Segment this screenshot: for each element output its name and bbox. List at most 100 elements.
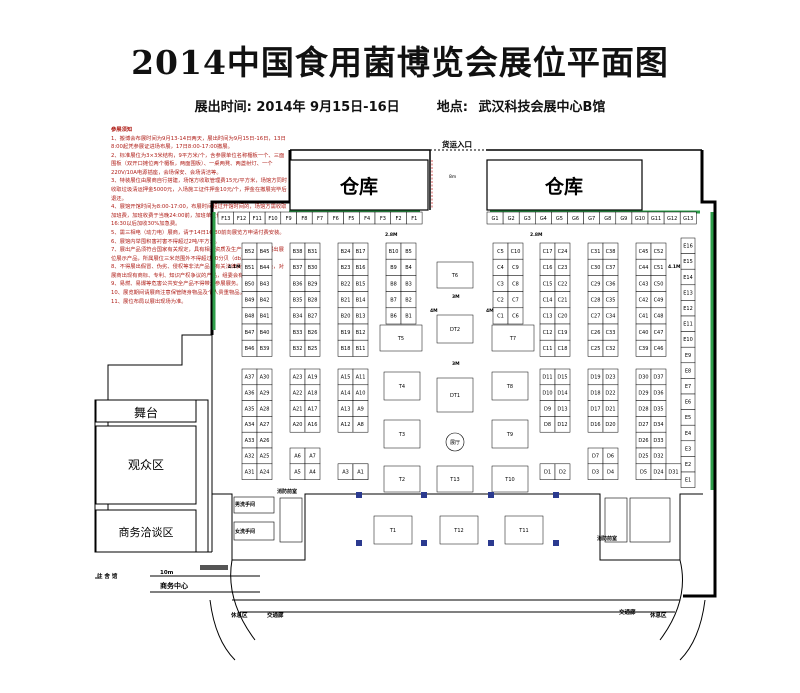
booth-box	[504, 515, 544, 545]
booth-label: E12	[683, 306, 693, 312]
booth-label: B51	[245, 265, 255, 271]
pillar	[356, 492, 362, 498]
booth-label: A30	[260, 375, 270, 381]
dist-4m-right: 4M	[486, 308, 494, 314]
booth-label: D6	[607, 454, 614, 460]
booth-label: T1	[389, 528, 396, 534]
rest-left-label: 休息区	[230, 611, 248, 619]
booth-label: C47	[654, 330, 664, 336]
booth-label: DT2	[450, 327, 460, 333]
booth-box	[491, 465, 529, 493]
booth-label: C3	[497, 281, 504, 287]
booth-box	[665, 463, 682, 480]
notice-title: 参展须知	[111, 127, 133, 133]
pillar	[356, 540, 362, 546]
notice-item: 6、展馆内举囤积害衬害不得超过2吨/平方米。	[111, 238, 221, 245]
booth-label: F13	[221, 216, 230, 222]
booth-label: D30	[638, 375, 648, 381]
booth-label: B23	[341, 265, 351, 271]
booth-label: B19	[341, 330, 351, 336]
booth-label: G11	[651, 216, 661, 222]
booth-label: C10	[511, 249, 521, 255]
booth-label: A17	[308, 406, 318, 412]
dist-3m-top: 3M	[452, 294, 460, 300]
business-talk-label: 商务洽谈区	[119, 525, 174, 539]
booth-box	[679, 211, 697, 225]
booth-label: D20	[605, 422, 615, 428]
stage-label: 舞台	[134, 405, 158, 420]
booth-box	[352, 339, 369, 357]
pillar	[488, 492, 494, 498]
notice-panel: 参展须知 1、搬博会布展时间为9月13-14日两天，展出时间为9月15日-16日…	[111, 126, 289, 306]
booth-label: A9	[357, 406, 364, 412]
booth-label: A20	[293, 422, 303, 428]
booth-label: C6	[512, 314, 519, 320]
booth-label: A4	[309, 470, 316, 476]
booth-label: B9	[390, 265, 397, 271]
booth-label: B39	[260, 346, 270, 352]
booth-label: G7	[588, 216, 595, 222]
booth-label: B27	[308, 314, 318, 320]
audience-label: 观众区	[128, 458, 164, 472]
booth-label: E13	[683, 290, 693, 296]
booth-label: D15	[557, 375, 567, 381]
booth-label: F1	[411, 216, 417, 222]
booth-label: T8	[506, 384, 513, 390]
booth-label: A23	[293, 375, 303, 381]
booth-label: E15	[683, 259, 693, 265]
booth-label: B35	[293, 298, 303, 304]
corridor-right-label: 交通廊	[619, 608, 636, 616]
booth-label: C37	[606, 265, 616, 271]
booth-box	[507, 307, 524, 325]
booth-label: C16	[543, 265, 553, 271]
pillar	[488, 540, 494, 546]
booth-label: F12	[237, 216, 246, 222]
booth-label: D7	[592, 454, 599, 460]
booth-label: C5	[497, 249, 504, 255]
booth-label: D25	[638, 454, 648, 460]
booth-label: DT1	[450, 393, 460, 399]
booth-label: B13	[356, 314, 366, 320]
booth-label: A24	[260, 470, 270, 476]
booth-label: A11	[356, 375, 366, 381]
booth-box	[554, 339, 571, 357]
booth-label: C28	[591, 298, 601, 304]
booth-label: A28	[260, 406, 270, 412]
business-center-block	[200, 565, 228, 570]
booth-label: C31	[591, 249, 601, 255]
booth-label: B17	[356, 249, 366, 255]
booth-box	[373, 515, 413, 545]
booth-label: D21	[605, 406, 615, 412]
booth-label: D5	[640, 470, 647, 476]
booth-label: D22	[605, 391, 615, 397]
booth-label: B29	[308, 281, 318, 287]
booth-label: B42	[260, 298, 270, 304]
booth-label: D9	[544, 406, 551, 412]
booth-label: D32	[653, 454, 663, 460]
booth-label: D2	[559, 470, 566, 476]
booth-label: D24	[653, 470, 663, 476]
booth-label: D34	[653, 422, 663, 428]
booth-label: E11	[683, 322, 693, 328]
booth-label: B16	[356, 265, 366, 271]
booth-label: D17	[590, 406, 600, 412]
notice-item: 4、展馆开馆时间为8:00-17:00，布展时间超过开馆时间的，场馆方需收取加班…	[111, 204, 287, 228]
booth-label: G6	[572, 216, 579, 222]
booth-label: T7	[509, 336, 516, 342]
booth-label: C33	[606, 330, 616, 336]
booth-label: A36	[245, 391, 255, 397]
booth-label: C18	[558, 346, 568, 352]
fire-room-left-label: 消防前室	[277, 488, 297, 495]
booth-label: B36	[293, 281, 303, 287]
warehouse-left-label: 仓库	[339, 175, 378, 198]
pillar	[553, 540, 559, 546]
booth-label: C38	[606, 249, 616, 255]
notice-item: 5、需三相电（动力电）展商，请于14日16:30前向展览方申请付费安装。	[111, 229, 285, 236]
booth-label: C20	[558, 314, 568, 320]
booth-box	[491, 371, 529, 401]
booth-label: D12	[557, 422, 567, 428]
booth-label: D11	[542, 375, 552, 381]
booth-label: B14	[356, 298, 366, 304]
